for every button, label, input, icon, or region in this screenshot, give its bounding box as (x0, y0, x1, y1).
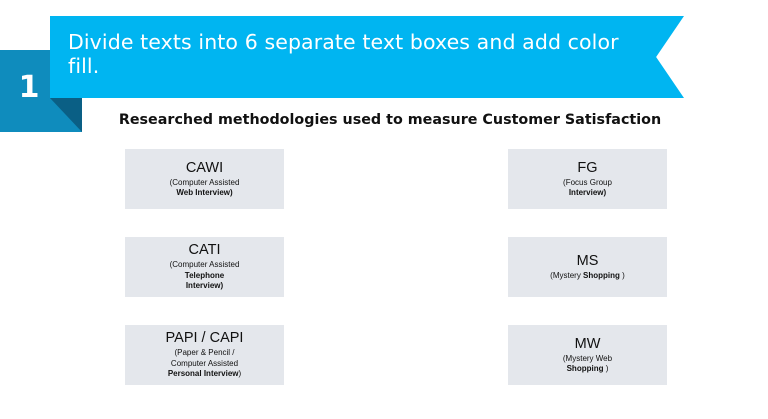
method-box-fg[interactable]: FG (Focus Group Interview) (508, 149, 667, 209)
method-desc: (Focus Group Interview) (563, 177, 612, 198)
method-abbr: FG (577, 159, 598, 176)
instruction-text: Divide texts into 6 separate text boxes … (68, 30, 619, 78)
slide-subtitle: Researched methodologies used to measure… (118, 112, 662, 128)
instruction-banner (50, 16, 684, 98)
method-abbr: MW (574, 335, 601, 352)
method-abbr: CATI (188, 242, 221, 259)
method-abbr: MS (576, 252, 599, 269)
method-box-mw[interactable]: MW (Mystery Web Shopping ) (508, 325, 667, 385)
method-box-cati[interactable]: CATI (Computer Assisted Telephone Interv… (125, 237, 284, 297)
method-desc: (Paper & Pencil / Computer Assisted Pers… (167, 348, 242, 379)
method-box-ms[interactable]: MS (Mystery Shopping ) (508, 237, 667, 297)
method-desc: (Mystery Web Shopping ) (562, 353, 613, 374)
method-box-cawi[interactable]: CAWI (Computer Assisted Web Interview) (125, 149, 284, 209)
method-desc: (Mystery Shopping ) (550, 270, 625, 280)
method-abbr: CAWI (185, 159, 224, 176)
step-number: 1 (18, 70, 40, 105)
method-box-papi-capi[interactable]: PAPI / CAPI (Paper & Pencil / Computer A… (125, 325, 284, 385)
method-abbr: PAPI / CAPI (165, 330, 244, 347)
method-desc: (Computer Assisted Web Interview) (169, 177, 240, 198)
method-desc: (Computer Assisted Telephone Interview) (169, 260, 240, 291)
